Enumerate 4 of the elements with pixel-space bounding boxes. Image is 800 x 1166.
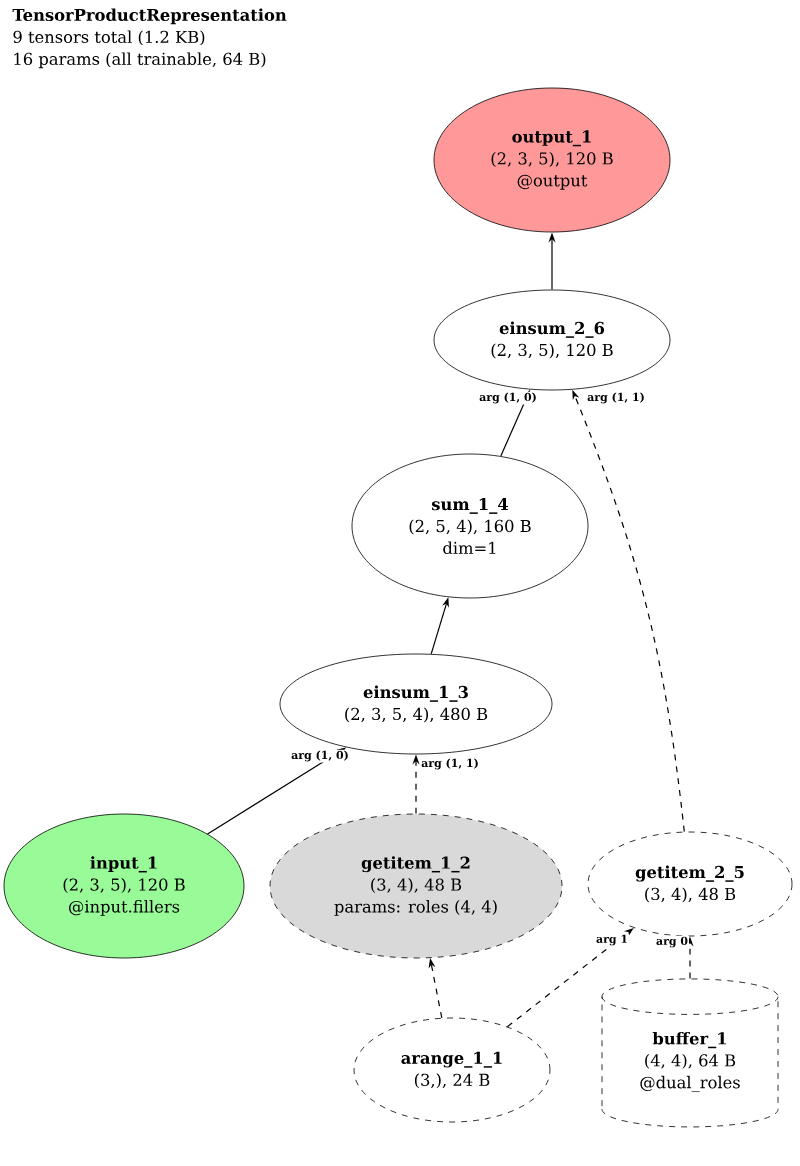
summary-line: 16 params (all trainable, 64 B) <box>14 52 266 69</box>
title: TensorProductRepresentation <box>12 8 287 25</box>
buffer-cylinder: buffer_1 (4, 4), 64 B @dual_roles <box>601 978 779 1128</box>
summary-line: 9 tensors total (1.2 KB) <box>13 30 205 46</box>
